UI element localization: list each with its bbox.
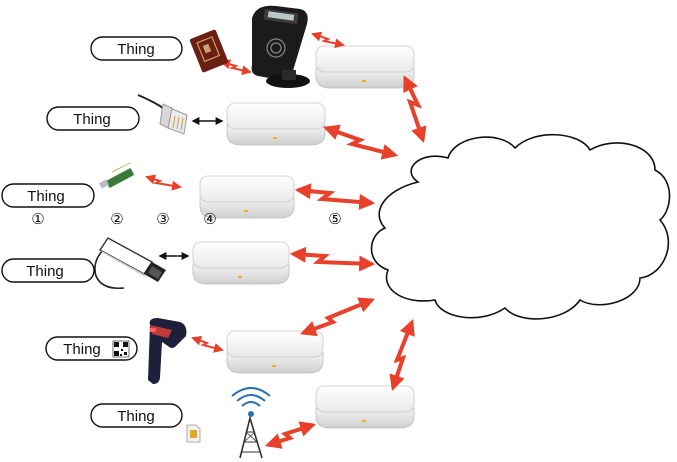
gateway-box-5 xyxy=(226,330,324,374)
cell-tower-icon xyxy=(231,387,271,459)
step-marker-5: ⑤ xyxy=(328,210,341,228)
wireless-arrow-gw4-cloud xyxy=(289,246,376,272)
wireless-arrow-tag-reader xyxy=(220,59,252,76)
thing-label-6-text: Thing xyxy=(117,408,155,425)
thing-label-1: Thing xyxy=(90,36,183,61)
wireless-arrow-gw3-cloud xyxy=(294,183,376,210)
wireless-arrow-gw5-cloud xyxy=(299,297,375,337)
thing-label-4-text: Thing xyxy=(26,263,64,280)
gateway-box-1 xyxy=(315,45,415,89)
thing-label-3-text: Thing xyxy=(27,188,65,205)
nfc-reader-icon xyxy=(251,5,310,88)
thing-label-2: Thing xyxy=(46,106,140,131)
gateway-box-6 xyxy=(315,385,415,429)
cloud-shape xyxy=(370,133,671,320)
usb-drive-icon xyxy=(94,237,166,290)
step-marker-3: ③ xyxy=(156,210,169,228)
step-marker-1: ① xyxy=(31,210,44,228)
barcode-scanner-icon xyxy=(148,318,187,384)
qr-code-icon xyxy=(112,340,130,358)
thing-label-3: Thing xyxy=(1,183,95,208)
rfid-tag-icon xyxy=(189,29,229,73)
wireless-arrow-tower-gw6 xyxy=(264,421,317,449)
thing-label-4: Thing xyxy=(1,258,95,283)
thing-label-1-text: Thing xyxy=(117,41,155,58)
gateway-box-4 xyxy=(192,241,290,285)
thing-label-5: Thing xyxy=(45,336,138,361)
gateway-box-2 xyxy=(226,102,326,146)
sensor-stick-icon xyxy=(99,162,134,189)
wireless-arrow-scanner-gw5 xyxy=(191,335,224,353)
wireless-arrow-gw1-cloud xyxy=(403,75,427,144)
thing-label-2-text: Thing xyxy=(73,111,111,128)
step-marker-2: ② xyxy=(110,210,123,228)
wireless-arrow-reader-gw1 xyxy=(311,31,345,49)
wireless-arrow-sensor-gw3 xyxy=(145,174,182,191)
thing-label-5-text: Thing xyxy=(63,341,101,358)
step-marker-4: ④ xyxy=(203,210,216,228)
ethernet-cable-icon xyxy=(137,94,188,135)
sim-card-icon xyxy=(186,424,201,443)
wireless-arrow-gw2-cloud xyxy=(322,124,399,160)
thing-label-6: Thing xyxy=(90,403,183,428)
wireless-arrow-gw6-cloud xyxy=(389,319,415,392)
gateway-box-3 xyxy=(199,175,295,219)
